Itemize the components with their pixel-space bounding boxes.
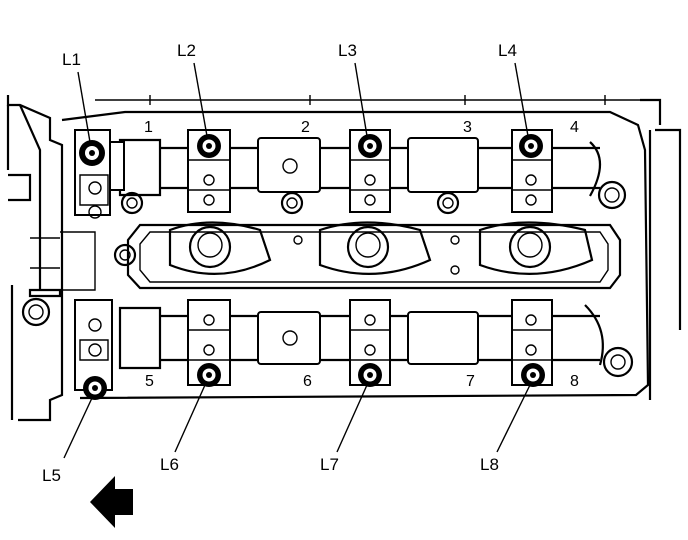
bolt-l4 xyxy=(519,134,543,158)
position-5: 5 xyxy=(145,373,154,390)
callout-l2: L2 xyxy=(177,41,196,60)
position-6: 6 xyxy=(303,373,312,390)
leader-lines xyxy=(63,62,531,459)
callout-l8: L8 xyxy=(480,455,499,474)
head-perimeter-bolts xyxy=(21,180,634,378)
journal-position-numbers: 1 2 3 4 5 6 7 8 xyxy=(144,119,579,390)
position-1: 1 xyxy=(144,119,153,136)
center-plate xyxy=(126,221,622,290)
bolt-l3 xyxy=(358,134,382,158)
bolt-l2 xyxy=(197,134,221,158)
bolt-l1 xyxy=(79,140,105,166)
cylinder-head-outline xyxy=(6,95,682,422)
bolt-l7 xyxy=(358,363,382,387)
spark-plug-tower-3 xyxy=(478,221,594,275)
callout-l6: L6 xyxy=(160,455,179,474)
cap-small-bolts xyxy=(88,174,537,357)
bolt-l8 xyxy=(521,363,545,387)
lower-bearing-cap-5 xyxy=(74,299,113,391)
position-2: 2 xyxy=(301,119,310,136)
position-3: 3 xyxy=(463,119,472,136)
lower-bearing-cap-6 xyxy=(187,299,231,386)
callout-l1: L1 xyxy=(62,50,81,69)
callout-l7: L7 xyxy=(320,455,339,474)
lower-bearing-cap-8 xyxy=(511,299,553,386)
callout-l5: L5 xyxy=(42,466,61,485)
callout-l4: L4 xyxy=(498,41,517,60)
lower-bearing-cap-7 xyxy=(349,299,391,386)
bolt-l5 xyxy=(83,376,107,400)
position-8: 8 xyxy=(570,373,579,390)
arrow-left-icon xyxy=(90,476,133,528)
spark-plug-tower-1 xyxy=(168,221,272,275)
position-4: 4 xyxy=(570,119,579,136)
callout-labels: L1 L2 L3 L4 L5 L6 L7 L8 xyxy=(42,41,517,485)
position-7: 7 xyxy=(466,373,475,390)
bolt-l6 xyxy=(197,363,221,387)
spark-plug-tower-2 xyxy=(318,221,432,275)
callout-l3: L3 xyxy=(338,41,357,60)
